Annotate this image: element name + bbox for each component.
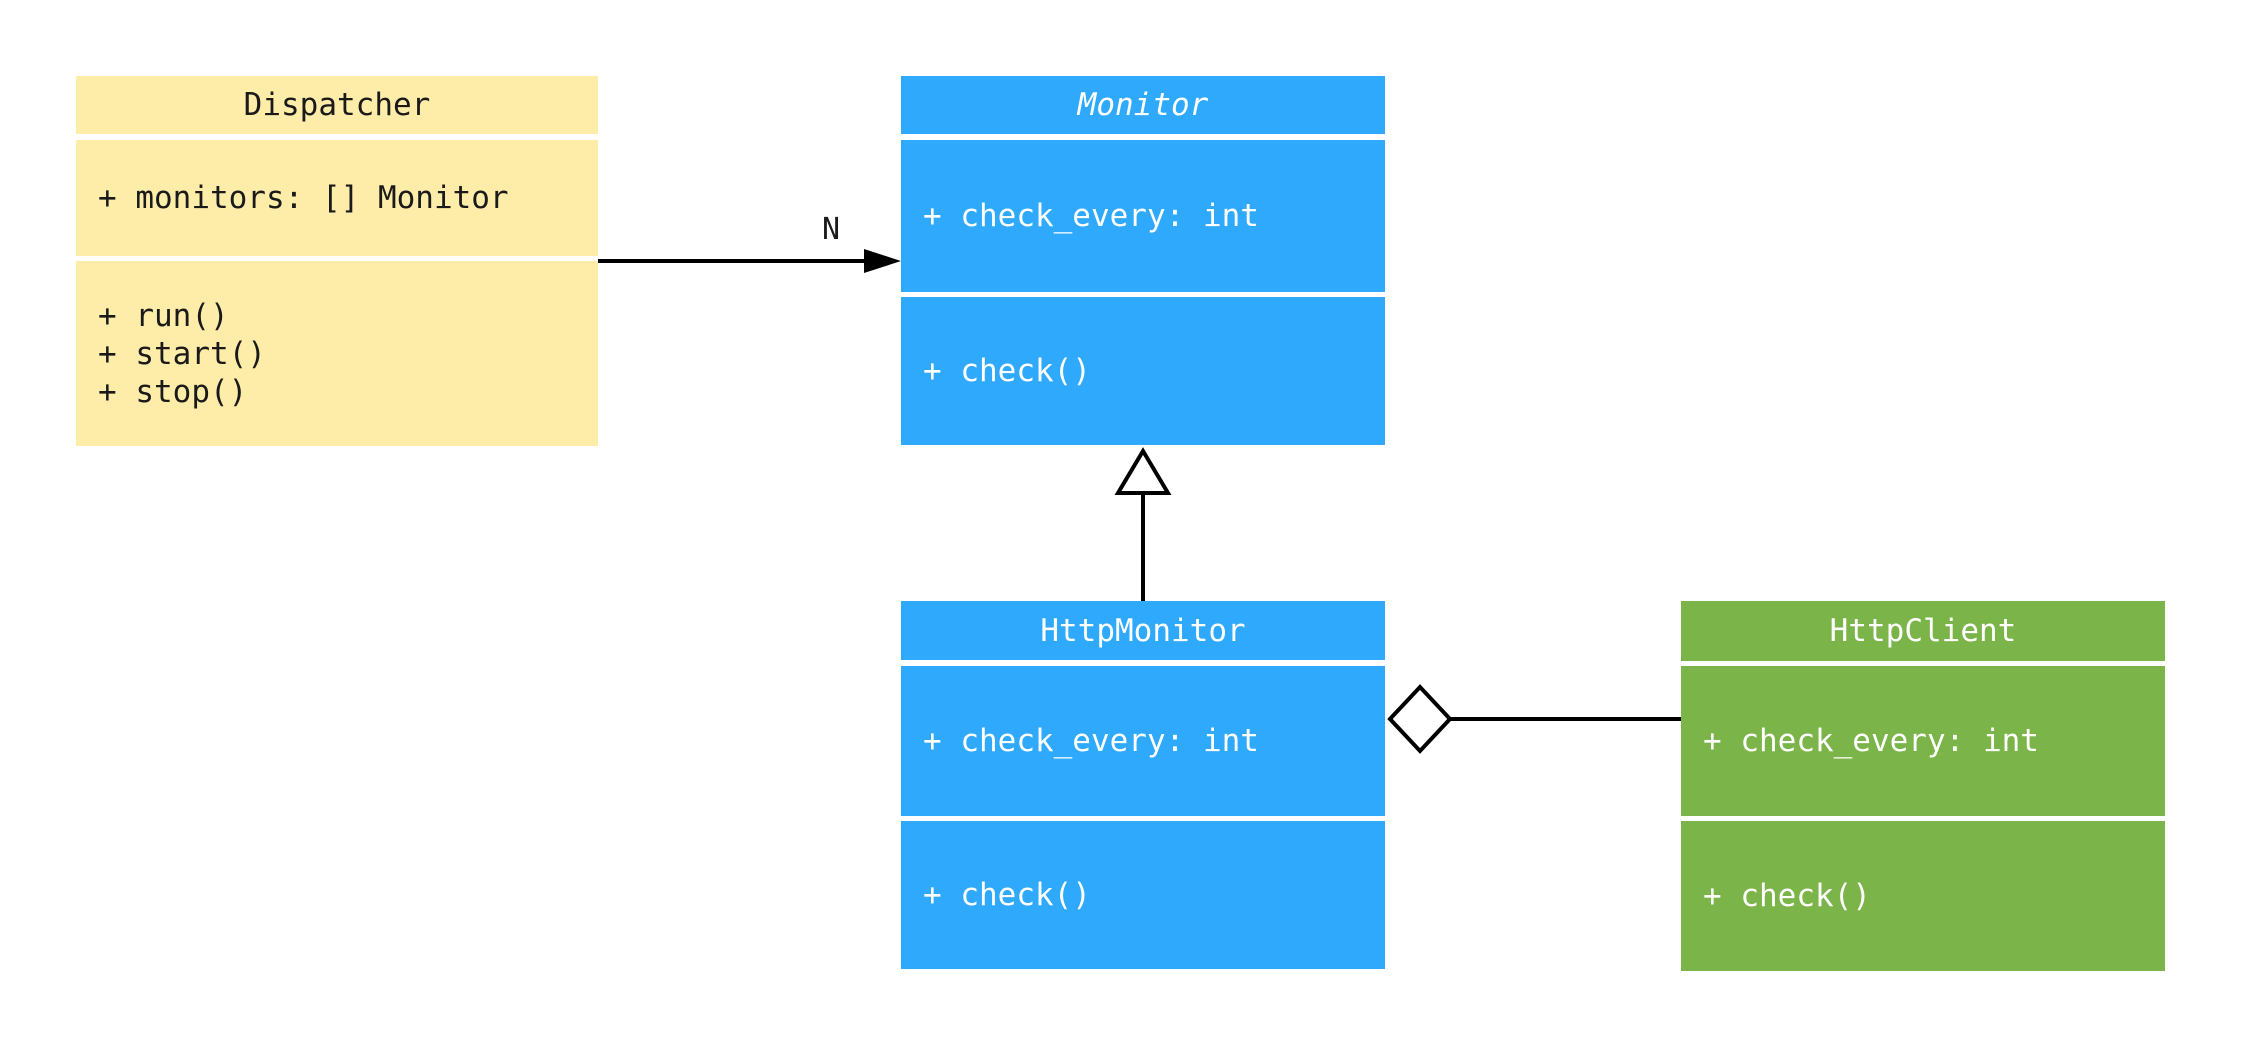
aggregation-diamond [1387, 684, 1453, 754]
association-dispatcher-monitor: N [598, 212, 901, 273]
monitor-title-compartment: Monitor [901, 76, 1385, 134]
association-arrowhead [864, 249, 901, 273]
attribute-item: + monitors: [] Monitor [98, 180, 509, 216]
dispatcher-methods-compartment: + run() + start() + stop() [76, 261, 598, 446]
httpmonitor-attributes-compartment: + check_every: int [901, 666, 1385, 816]
monitor-methods-compartment: + check() [901, 297, 1385, 445]
class-httpclient: HttpClient + check_every: int + check() [1681, 601, 2165, 971]
method-item: + stop() [98, 373, 248, 410]
httpmonitor-title-compartment: HttpMonitor [901, 601, 1385, 660]
class-name-httpclient: HttpClient [1829, 613, 2017, 649]
attribute-item: + check_every: int [923, 723, 1259, 759]
method-item: + check() [923, 877, 1091, 913]
aggregation-httpmonitor-httpclient [1387, 684, 1681, 754]
httpmonitor-methods-compartment: + check() [901, 821, 1385, 969]
class-name-dispatcher: Dispatcher [243, 87, 431, 123]
method-item: + check() [923, 353, 1091, 389]
httpclient-methods-compartment: + check() [1681, 821, 2165, 971]
dispatcher-attributes-compartment: + monitors: [] Monitor [76, 140, 598, 256]
class-name-monitor: Monitor [1077, 87, 1209, 123]
dispatcher-title-compartment: Dispatcher [76, 76, 598, 134]
inheritance-httpmonitor-monitor [1114, 447, 1172, 601]
class-monitor: Monitor + check_every: int + check() [901, 76, 1385, 445]
attribute-item: + check_every: int [923, 198, 1259, 234]
class-httpmonitor: HttpMonitor + check_every: int + check() [901, 601, 1385, 969]
httpclient-title-compartment: HttpClient [1681, 601, 2165, 661]
multiplicity-label: N [822, 212, 840, 247]
inheritance-triangle [1114, 447, 1172, 495]
method-item: + run() [98, 297, 229, 334]
httpclient-attributes-compartment: + check_every: int [1681, 666, 2165, 816]
class-name-httpmonitor: HttpMonitor [1040, 612, 1246, 649]
attribute-item: + check_every: int [1703, 723, 2039, 759]
monitor-attributes-compartment: + check_every: int [901, 140, 1385, 292]
method-item: + start() [98, 335, 266, 372]
method-item: + check() [1703, 878, 1871, 914]
class-dispatcher: Dispatcher + monitors: [] Monitor + run(… [76, 76, 598, 446]
